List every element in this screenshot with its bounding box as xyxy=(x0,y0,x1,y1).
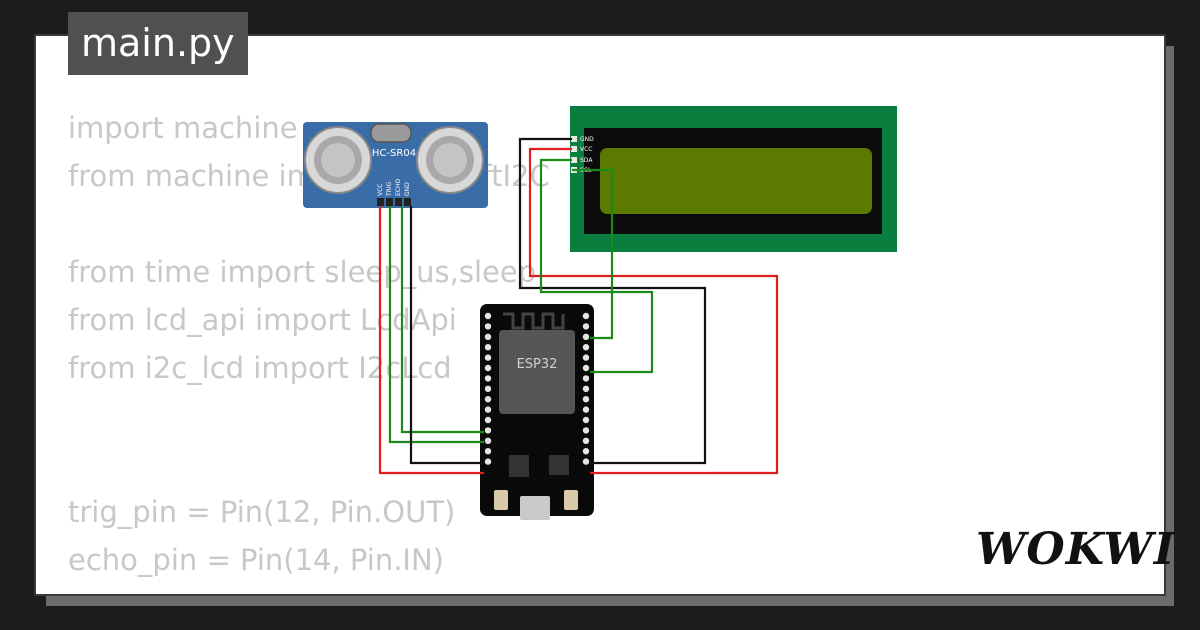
board-pin xyxy=(484,364,492,372)
sensor-pin-label: GND xyxy=(404,182,411,196)
esp32-board[interactable]: ESP32 xyxy=(480,304,594,520)
sensor-pin-label: VCC xyxy=(377,184,384,196)
wokwi-logo: WOKWI xyxy=(976,524,1176,575)
board-pin xyxy=(582,323,590,330)
board-pin xyxy=(484,406,492,413)
board-pin xyxy=(484,385,492,392)
file-name-tab: main.py xyxy=(68,12,248,75)
board-pin xyxy=(582,406,590,413)
board-pin xyxy=(582,458,590,465)
board-pin xyxy=(582,437,590,444)
board-pin xyxy=(582,427,590,434)
board-pin xyxy=(484,354,492,361)
ultrasonic-sensor[interactable]: HC-SR04 VCC TRIG ECHO GND xyxy=(303,122,488,208)
board-pin xyxy=(484,437,492,444)
board-pin xyxy=(582,344,590,351)
board-pin xyxy=(582,416,590,424)
sensor-label: HC-SR04 xyxy=(372,148,416,159)
board-pin xyxy=(582,364,590,372)
board-pin xyxy=(484,416,492,424)
board-pin xyxy=(582,385,590,392)
code-line: echo_pin = Pin(14, Pin.IN) xyxy=(68,543,444,577)
code-line: from lcd_api import LcdApi xyxy=(68,303,457,337)
board-pin xyxy=(484,375,492,382)
board-pin xyxy=(582,448,590,455)
code-line: from time import sleep_us,sleep xyxy=(68,255,537,289)
board-pin xyxy=(484,323,492,330)
board-label: ESP32 xyxy=(517,357,558,372)
sensor-pin-label: TRIG xyxy=(386,181,393,197)
board-pin xyxy=(484,344,492,351)
lcd-pin-label: SDA xyxy=(580,157,593,164)
board-pin xyxy=(484,448,492,455)
code-line: import machine xyxy=(68,111,298,145)
sensor-pin-label: ECHO xyxy=(395,179,402,196)
board-pin xyxy=(484,312,492,320)
board-pin xyxy=(582,375,590,382)
code-line: i2c = SoftI2C(scl=Pin(22), sda=Pin(21)) xyxy=(68,584,643,594)
board-pin xyxy=(484,333,492,340)
lcd-display[interactable]: GND VCC SDA SCL xyxy=(570,106,897,252)
board-pin xyxy=(582,312,590,320)
wires xyxy=(378,137,779,475)
board-pins-right xyxy=(582,312,590,465)
lcd-pin-label: GND xyxy=(580,136,594,143)
code-line: trig_pin = Pin(12, Pin.OUT) xyxy=(68,495,456,529)
board-pins-left xyxy=(484,312,492,465)
board-pin xyxy=(582,333,590,340)
lcd-pin-label: VCC xyxy=(580,146,592,153)
board-pin xyxy=(484,427,492,434)
board-pin xyxy=(484,396,492,403)
board-pin xyxy=(484,458,492,465)
board-pin xyxy=(582,396,590,403)
board-pin xyxy=(582,354,590,361)
code-line: from i2c_lcd import I2cLcd xyxy=(68,351,452,385)
